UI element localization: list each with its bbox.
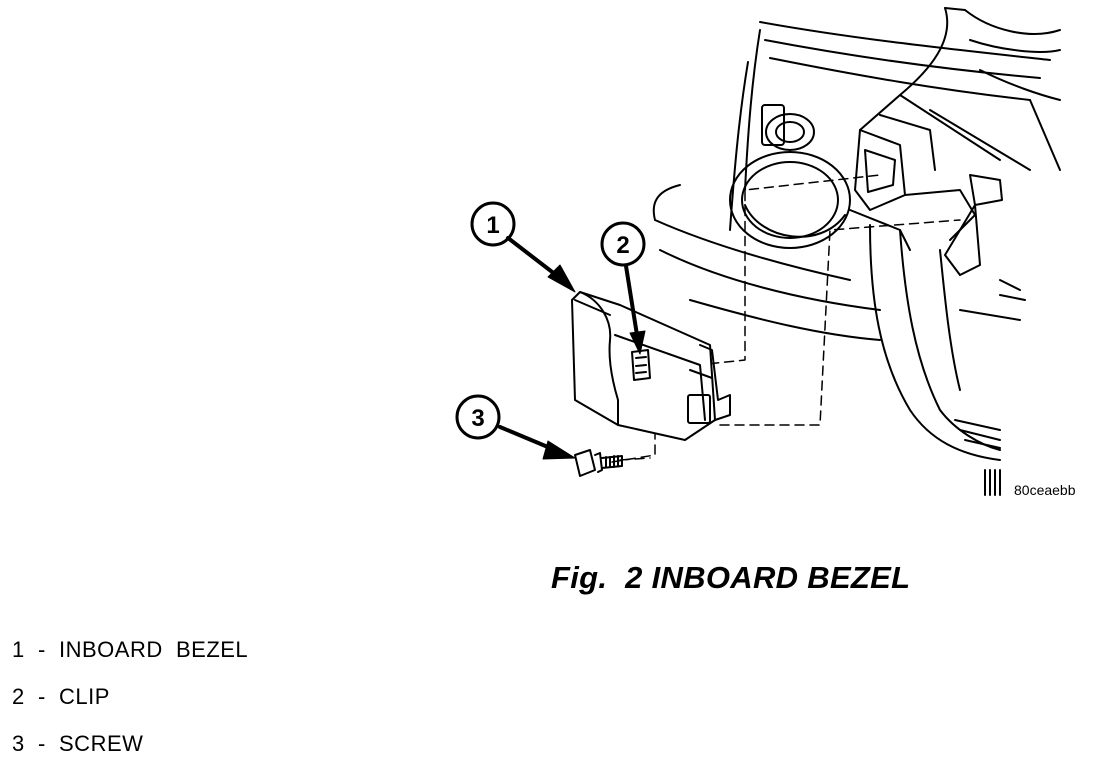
parts-legend: 1 - INBOARD BEZEL 2 - CLIP 3 - SCREW [12,635,248,776]
callout-3-number: 3 [471,405,484,432]
legend-item-screw: 3 - SCREW [12,731,144,756]
instrument-panel-drawing [652,7,1061,496]
bezel-illustration: 1 2 3 80ceaebb [455,7,1076,498]
figure-caption: Fig. 2 INBOARD BEZEL [551,560,911,595]
callout-2-number: 2 [616,232,629,259]
inboard-bezel-part [571,291,731,441]
image-code: 80ceaebb [1014,482,1076,498]
callout-2: 2 [600,221,646,355]
legend-item-inboard-bezel: 1 - INBOARD BEZEL [12,637,249,662]
screw-part [574,449,623,477]
legend-item-clip: 2 - CLIP [12,684,110,709]
callout-1-number: 1 [486,212,499,239]
clip-part [631,349,651,381]
callout-1: 1 [470,201,576,293]
callout-3: 3 [455,394,576,460]
